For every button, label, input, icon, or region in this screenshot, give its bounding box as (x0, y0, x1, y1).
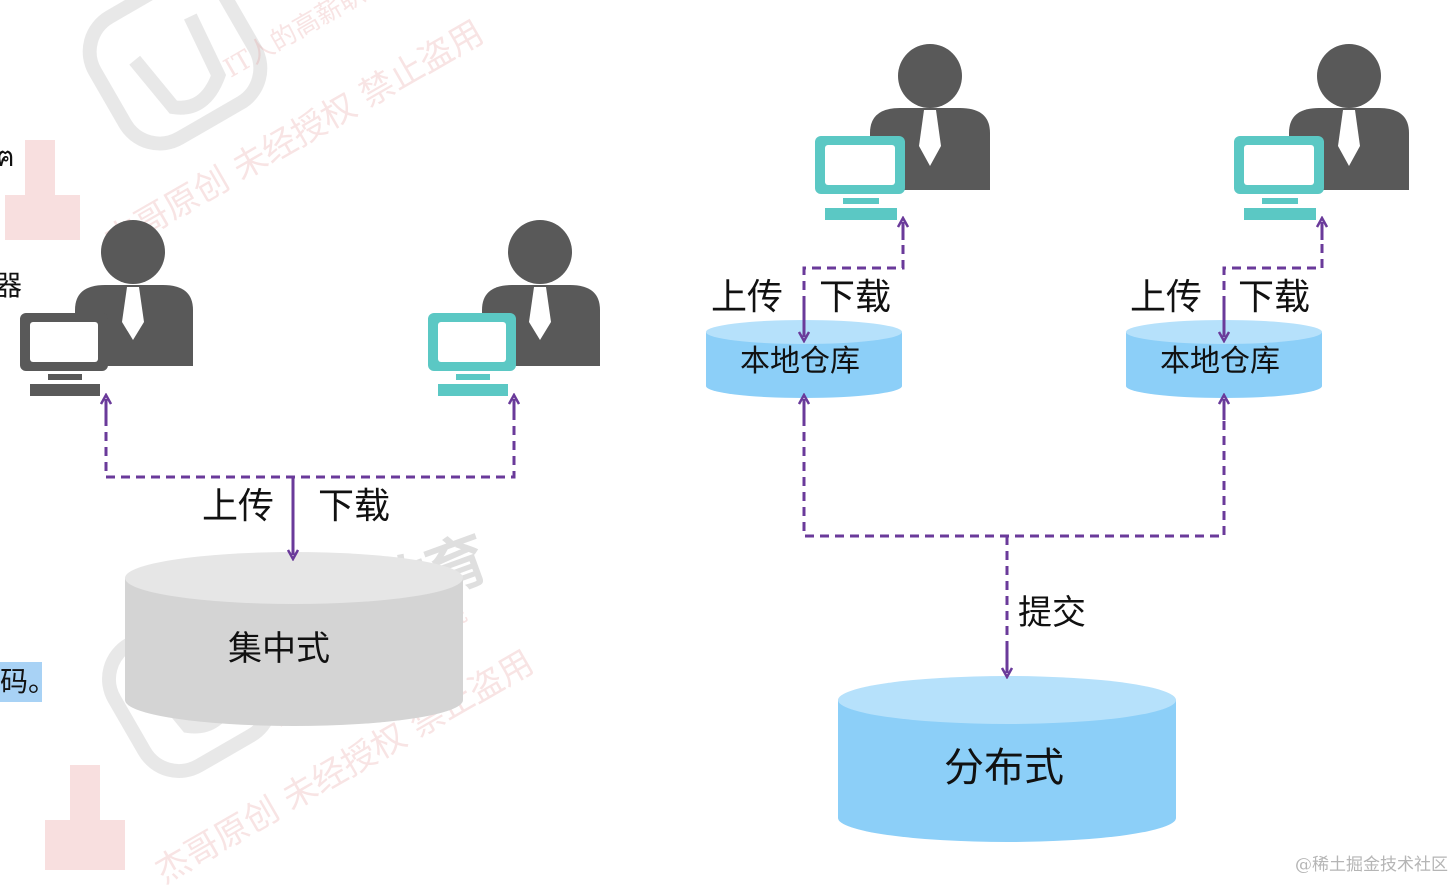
left-fragment-1: ฅ (0, 140, 15, 173)
local-2-link-line (1222, 226, 1324, 320)
local-2-upload-label: 上传 (1130, 277, 1203, 318)
central-download-label: 下载 (318, 486, 391, 527)
central-user-2-computer-icon (428, 313, 516, 396)
commit-label: 提交 (1018, 593, 1086, 633)
central-repository-label: 集中式 (228, 629, 330, 669)
central-user-2 (482, 220, 600, 366)
distributed-connectors (802, 226, 1324, 655)
source-credit: @稀土掘金技术社区 (1295, 855, 1448, 875)
central-branch-line (104, 402, 516, 479)
distributed-repository-label: 分布式 (944, 745, 1064, 791)
local-2-download-label: 下载 (1238, 277, 1311, 318)
local-repository-1-label: 本地仓库 (740, 344, 860, 379)
local-1-upload-label: 上传 (711, 277, 784, 318)
local-1-link-line (802, 226, 905, 320)
central-repository-cylinder (125, 552, 463, 726)
distributed-user-1-computer-icon (815, 136, 905, 220)
watermark-stamp-bottom (45, 765, 125, 870)
local-1-download-label: 下载 (819, 277, 892, 318)
watermark-stamp-top (5, 140, 80, 240)
local-repository-2-label: 本地仓库 (1160, 344, 1280, 379)
central-user-1-computer-icon (20, 313, 108, 396)
watermark-logo-top (82, 0, 268, 151)
central-upload-label: 上传 (202, 486, 275, 527)
distributed-user-2-computer-icon (1234, 136, 1324, 220)
distributed-branch-line (802, 402, 1226, 538)
central-connectors (104, 402, 516, 479)
left-fragment-2: 器 (0, 269, 23, 302)
distributed-repository-cylinder (838, 676, 1176, 842)
